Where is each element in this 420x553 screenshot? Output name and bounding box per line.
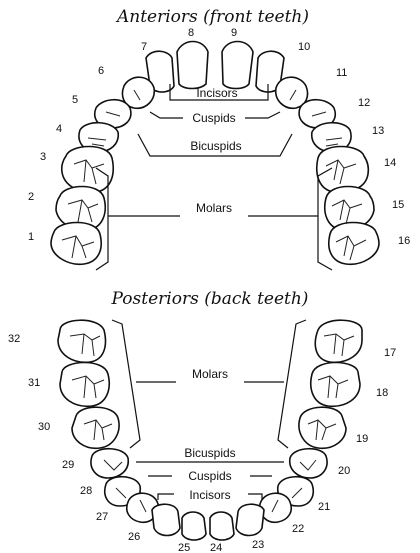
tooth-11 xyxy=(274,76,309,110)
tooth-4 xyxy=(78,121,120,153)
lower-arch-title: Posteriors (back teeth) xyxy=(111,289,309,309)
tooth-8 xyxy=(176,40,209,90)
upper-arch-teeth xyxy=(50,40,380,266)
tooth-number-20: 20 xyxy=(338,465,350,477)
lower-tooth-numbers: 17 18 19 20 21 22 23 24 25 26 27 28 29 3… xyxy=(8,333,396,553)
tooth-3 xyxy=(60,145,114,194)
tooth-number-8: 8 xyxy=(188,27,194,39)
tooth-number-9: 9 xyxy=(231,27,237,39)
tooth-number-29: 29 xyxy=(62,459,74,471)
tooth-25 xyxy=(181,511,207,541)
lower-label-bicuspids: Bicuspids xyxy=(184,446,235,460)
tooth-number-11: 11 xyxy=(336,67,347,79)
lower-fissures xyxy=(69,333,355,513)
tooth-number-12: 12 xyxy=(358,97,370,109)
tooth-19 xyxy=(298,406,347,450)
tooth-number-7: 7 xyxy=(141,41,147,53)
lower-label-incisors: Incisors xyxy=(189,488,230,502)
lower-arch-teeth xyxy=(57,319,363,541)
tooth-number-10: 10 xyxy=(298,41,310,53)
upper-fissures xyxy=(61,89,367,261)
upper-group-labels: Incisors Cuspids Bicuspids Molars xyxy=(190,86,241,215)
upper-label-cuspids: Cuspids xyxy=(192,111,235,125)
tooth-32 xyxy=(57,319,107,364)
tooth-29 xyxy=(90,447,130,479)
tooth-number-25: 25 xyxy=(178,542,190,553)
tooth-24 xyxy=(209,511,235,541)
tooth-number-15: 15 xyxy=(392,199,404,211)
tooth-number-22: 22 xyxy=(292,523,304,535)
tooth-number-27: 27 xyxy=(96,511,108,523)
tooth-number-3: 3 xyxy=(40,151,46,163)
tooth-13 xyxy=(310,121,352,153)
upper-label-molars: Molars xyxy=(196,201,232,215)
tooth-number-31: 31 xyxy=(28,377,40,389)
tooth-number-1: 1 xyxy=(28,231,34,243)
tooth-number-18: 18 xyxy=(376,387,388,399)
tooth-number-4: 4 xyxy=(56,123,62,135)
tooth-number-16: 16 xyxy=(398,235,410,247)
tooth-number-26: 26 xyxy=(128,531,140,543)
lower-label-cuspids: Cuspids xyxy=(188,469,231,483)
tooth-9 xyxy=(221,40,254,90)
tooth-6 xyxy=(121,76,156,110)
tooth-number-32: 32 xyxy=(8,333,20,345)
tooth-18 xyxy=(310,361,361,408)
tooth-20 xyxy=(288,447,328,479)
lower-group-brackets xyxy=(111,319,307,500)
tooth-number-19: 19 xyxy=(356,433,368,445)
tooth-12 xyxy=(298,98,336,129)
tooth-number-14: 14 xyxy=(384,157,396,169)
upper-group-brackets xyxy=(95,84,333,271)
tooth-22 xyxy=(258,492,293,524)
tooth-number-6: 6 xyxy=(98,65,104,77)
tooth-number-28: 28 xyxy=(80,485,92,497)
upper-arch-title: Anteriors (front teeth) xyxy=(115,7,309,27)
tooth-number-5: 5 xyxy=(72,94,78,106)
tooth-23 xyxy=(235,503,265,537)
tooth-17 xyxy=(314,319,363,364)
tooth-number-13: 13 xyxy=(372,125,384,137)
tooth-number-21: 21 xyxy=(318,501,330,513)
upper-tooth-numbers: 1 2 3 4 5 6 7 8 9 10 11 12 13 14 15 16 xyxy=(28,27,410,247)
upper-label-bicuspids: Bicuspids xyxy=(190,139,241,153)
lower-label-molars: Molars xyxy=(192,367,228,381)
tooth-14 xyxy=(316,145,370,194)
tooth-number-24: 24 xyxy=(210,542,222,553)
tooth-number-2: 2 xyxy=(28,191,34,203)
tooth-number-17: 17 xyxy=(384,347,396,359)
upper-label-incisors: Incisors xyxy=(196,86,237,100)
tooth-number-23: 23 xyxy=(252,539,264,551)
tooth-26 xyxy=(151,503,181,537)
tooth-31 xyxy=(59,361,110,408)
tooth-16 xyxy=(328,221,380,266)
tooth-number-30: 30 xyxy=(38,421,50,433)
tooth-1 xyxy=(50,221,102,266)
lower-group-labels: Molars Bicuspids Cuspids Incisors xyxy=(184,367,235,502)
